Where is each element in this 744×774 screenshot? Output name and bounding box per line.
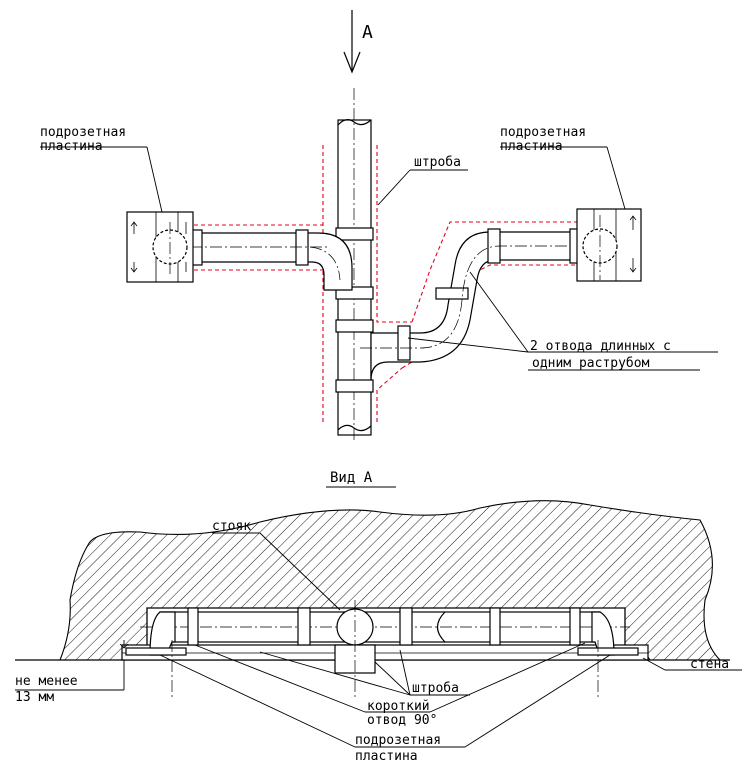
plate-right-label-line1: подрозетная: [500, 125, 586, 140]
riser-socket-3: [335, 319, 374, 333]
plate-left-label-line1: подрозетная: [40, 125, 126, 140]
riser-socket-1: [335, 227, 374, 241]
top-leaders: [40, 146, 718, 371]
top-view: А: [40, 10, 718, 440]
short-bend-label-line2: отвод 90°: [367, 713, 437, 728]
right-plate: [576, 208, 642, 282]
section-leaders: [15, 532, 742, 748]
bend-socket-middle: [435, 287, 469, 300]
bend-socket-lower: [397, 325, 411, 361]
riser-socket-4: [335, 379, 374, 393]
view-title: Вид А: [330, 470, 373, 486]
right-branch: [360, 228, 630, 381]
left-branch: [130, 229, 353, 291]
left-plate: [126, 211, 194, 283]
min-label-line2: 13 мм: [15, 690, 54, 705]
plate-bottom-label-line2: пластина: [355, 749, 418, 764]
plate-left-label-line2: пластина: [40, 139, 103, 154]
plate-bottom-right: [577, 647, 639, 656]
wall-label: стена: [690, 657, 729, 672]
min-label-line1: не менее: [15, 674, 78, 689]
bends-label-line2: одним раструбом: [532, 356, 650, 371]
plate-right-label-line2: пластина: [500, 139, 563, 154]
chase-outline-top: [144, 145, 631, 425]
chase-top-label: штроба: [414, 155, 461, 170]
chase-bottom-label: штроба: [412, 681, 459, 696]
view-arrow-label: А: [362, 22, 373, 43]
plate-bottom-label-line1: подрозетная: [355, 733, 441, 748]
section-view: стояк стена не менее 13 мм штроба коротк…: [15, 500, 742, 764]
riser-label: стояк: [212, 519, 251, 534]
view-arrow: А: [343, 10, 373, 74]
plate-bottom-left: [125, 647, 187, 656]
bends-label-line1: 2 отвода длинных с: [530, 339, 671, 354]
short-bend-label-line1: короткий: [367, 699, 430, 714]
